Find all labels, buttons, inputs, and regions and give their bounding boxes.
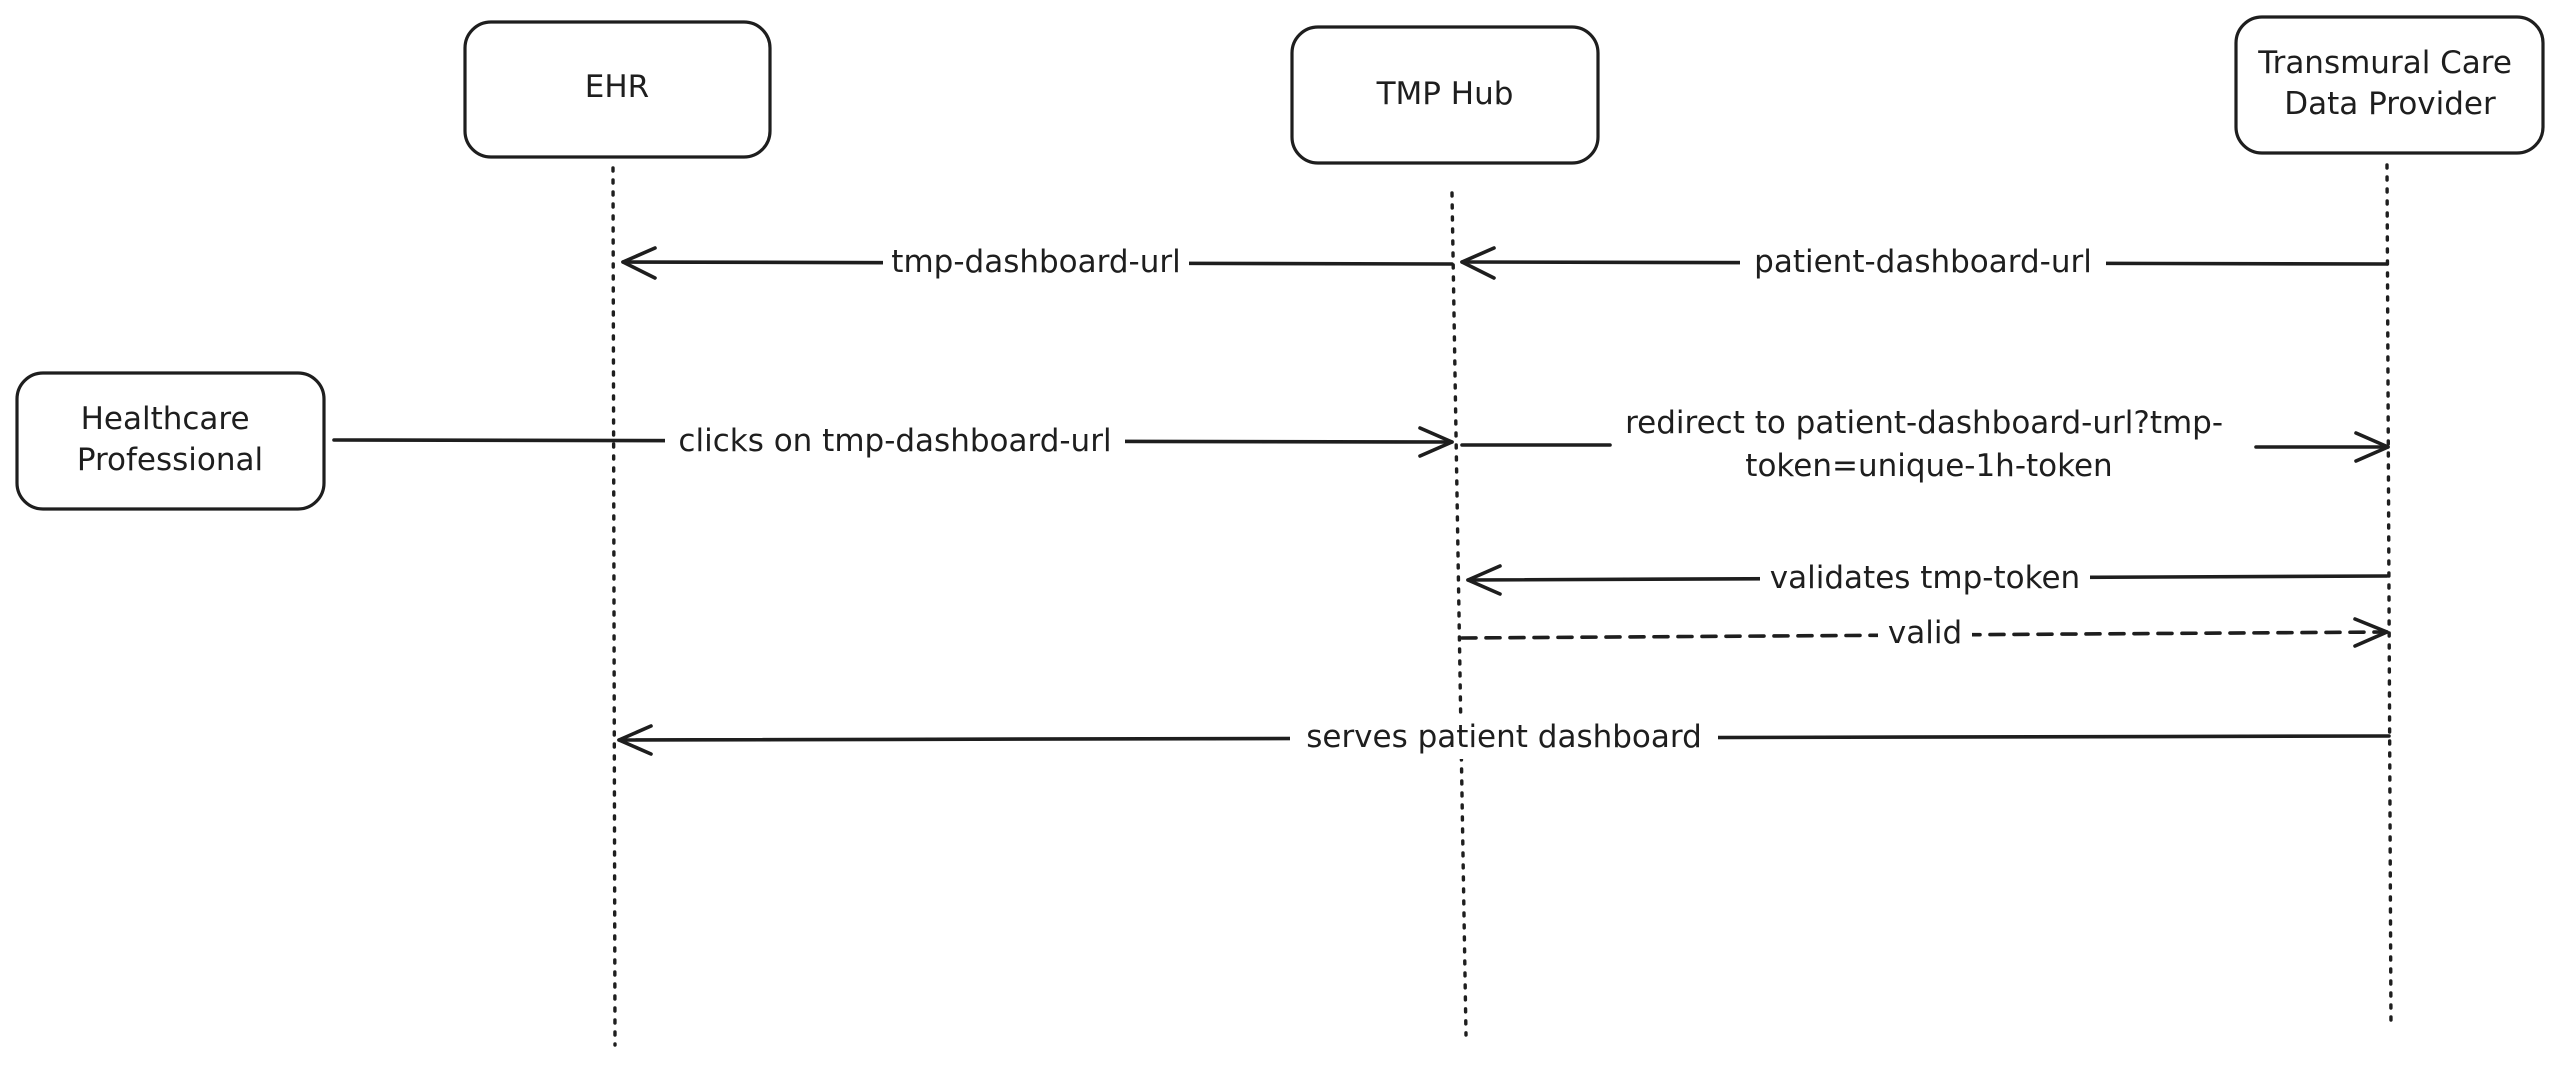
message-redirect-label: redirect to patient-dashboard-url?tmp- t…	[1625, 405, 2233, 484]
participant-ehr: EHR	[463, 20, 772, 159]
message-validates-label: validates tmp-token	[1770, 560, 2080, 596]
message-patient-dashboard-url: patient-dashboard-url	[1460, 238, 2389, 282]
message-serves-patient-dashboard: serves patient dashboard	[617, 715, 2391, 759]
message-tmp-dashboard-url-label: tmp-dashboard-url	[891, 244, 1180, 280]
participant-healthcare-professional: Healthcare Professional	[15, 371, 326, 511]
message-redirect: redirect to patient-dashboard-url?tmp- t…	[1460, 405, 2390, 484]
message-serves-label: serves patient dashboard	[1306, 719, 1702, 755]
message-clicks-label: clicks on tmp-dashboard-url	[678, 423, 1111, 459]
lifeline-provider	[2385, 163, 2393, 1030]
participant-ehr-label: EHR	[585, 69, 649, 105]
message-tmp-dashboard-url: tmp-dashboard-url	[621, 238, 1454, 282]
lifeline-hub	[1450, 191, 1468, 1037]
participant-tmp-hub: TMP Hub	[1290, 25, 1600, 165]
message-validates-tmp-token: validates tmp-token	[1466, 556, 2389, 600]
participant-data-provider-label: Transmural Care Data Provider	[2257, 45, 2522, 122]
participant-data-provider: Transmural Care Data Provider	[2234, 15, 2545, 155]
participant-tmp-hub-label: TMP Hub	[1376, 76, 1514, 112]
message-patient-dashboard-url-label: patient-dashboard-url	[1754, 244, 2092, 280]
message-valid: valid	[1460, 610, 2389, 654]
participant-healthcare-professional-label: Healthcare Professional	[77, 401, 263, 478]
lifeline-ehr	[611, 166, 617, 1047]
message-valid-label: valid	[1888, 615, 1962, 651]
message-clicks-on-tmp-dashboard-url: clicks on tmp-dashboard-url	[332, 418, 1454, 462]
